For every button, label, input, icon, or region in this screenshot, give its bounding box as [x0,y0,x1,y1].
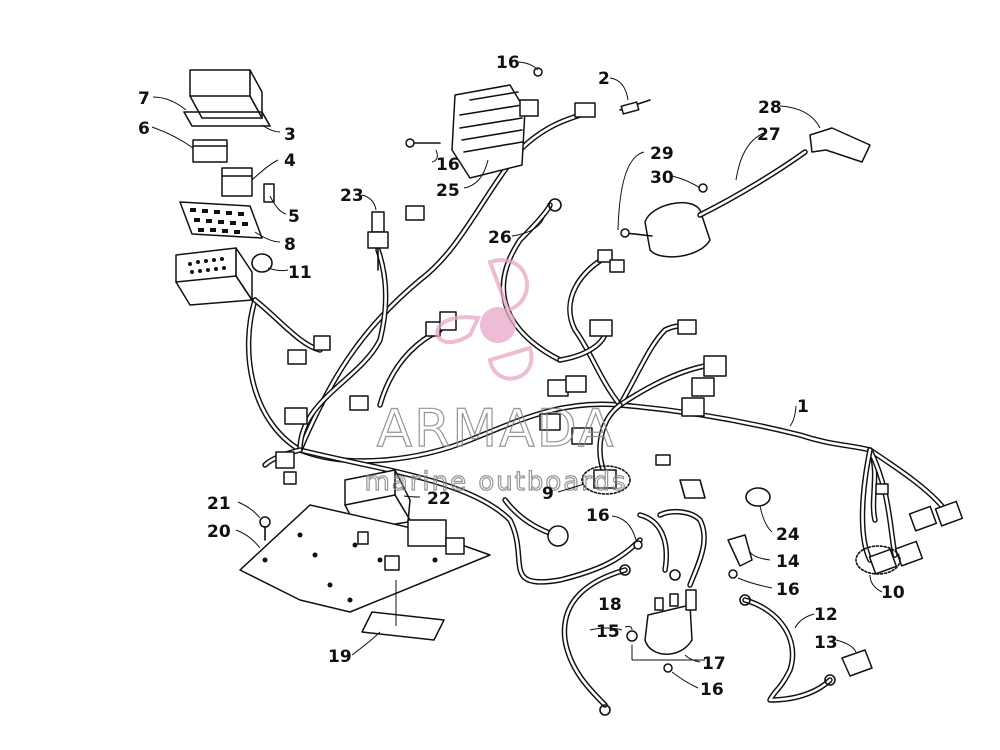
clip [384,555,400,571]
callout-8: 8 [284,235,296,255]
callout-26: 26 [488,228,512,248]
callout-labels: 1 2 3 4 5 6 7 8 9 10 11 12 13 14 15 16 1… [138,53,905,700]
nut [728,569,738,579]
harness-connectors [275,205,889,495]
callout-17: 17 [702,654,726,674]
callout-6: 6 [138,119,150,139]
callout-10: 10 [881,583,905,603]
watermark-brand: ARMADA [377,399,616,459]
screw [405,138,441,148]
fuse-box-cover [189,69,263,119]
callout-16-bottom: 16 [700,680,724,700]
callout-7: 7 [138,89,150,109]
blade-fuse [263,183,275,203]
callout-15: 15 [596,622,620,642]
terminal-boot-2 [841,649,873,677]
callout-22: 22 [427,489,451,509]
cable-clamp [251,253,273,273]
circuit-board [179,201,263,239]
callout-25: 25 [436,181,460,201]
screw [533,67,543,77]
callout-24: 24 [776,525,800,545]
connector-block [407,519,465,555]
callout-16-regulator: 16 [436,155,460,175]
callout-12: 12 [814,605,838,625]
callout-19: 19 [328,647,352,667]
ring-clamp [745,487,771,507]
relay [221,167,253,197]
callout-4: 4 [284,151,296,171]
callout-13: 13 [814,633,838,653]
terminal-lugs [599,564,836,716]
battery-cables [561,508,833,708]
round-connector [547,525,569,547]
spark-plug-lead [697,127,871,218]
callout-23: 23 [340,186,364,206]
decal-sheet [361,580,445,641]
bolt [626,630,638,642]
callout-21: 21 [207,494,231,514]
callout-9: 9 [542,484,554,504]
callout-30: 30 [650,168,674,188]
nut [633,540,643,550]
gasket [183,111,271,127]
callout-16-middle: 16 [586,506,610,526]
callout-27: 27 [757,125,781,145]
callout-11: 11 [288,263,312,283]
fuse-box-base [175,247,253,306]
ignition-coil [620,183,711,258]
callout-1: 1 [797,397,809,417]
spade-connector [574,99,651,118]
speed-sensor [581,465,706,499]
voltage-regulator [451,84,539,179]
callout-5: 5 [288,207,300,227]
watermark-logo [435,258,534,381]
callout-18: 18 [598,595,622,615]
callout-28: 28 [758,98,782,118]
callout-2: 2 [598,69,610,89]
fuse-block-small [192,139,228,163]
callout-20: 20 [207,522,231,542]
watermark-tagline: marine outboards [364,467,627,497]
mounting-plate [239,504,491,613]
nut [663,663,673,673]
sensor-plugs [855,500,964,575]
leader-lines [151,61,883,689]
callout-14: 14 [776,552,800,572]
callout-16-top: 16 [496,53,520,73]
callout-29: 29 [650,144,674,164]
callout-16-right: 16 [776,580,800,600]
terminal-boot [727,534,753,567]
ground-eyelet [548,198,562,212]
screw [259,516,271,541]
oxygen-sensor [367,211,389,271]
callout-3: 3 [284,125,296,145]
starter-solenoid [631,589,705,661]
